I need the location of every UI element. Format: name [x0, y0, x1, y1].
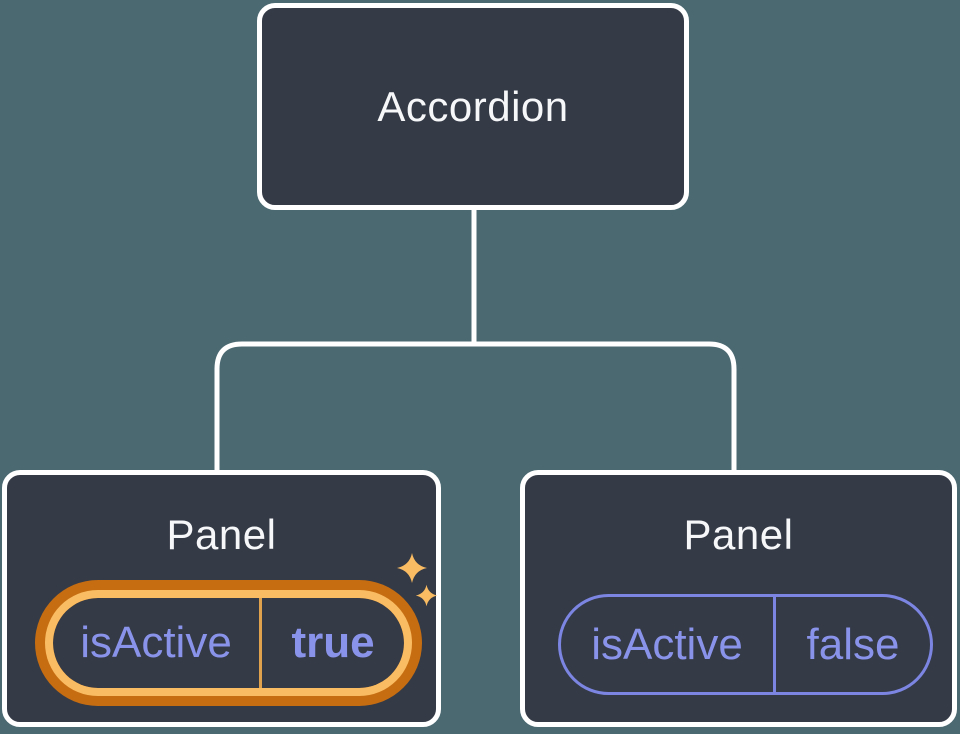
- prop-name-label: isActive: [80, 618, 232, 667]
- sparkle-icon: [415, 584, 438, 607]
- state-pill-inactive: isActive false: [558, 594, 933, 695]
- connector-branch: [214, 341, 737, 473]
- state-pill-active: isActive true: [53, 598, 404, 688]
- panel-node-active: Panel isActive true: [2, 470, 441, 727]
- prop-value-label: true: [291, 618, 375, 667]
- pill-divider: [773, 597, 776, 692]
- panel-node-label: Panel: [683, 511, 794, 558]
- accordion-node: Accordion: [257, 3, 689, 210]
- pill-divider: [259, 598, 262, 688]
- panel-node-inactive: Panel isActive false: [520, 470, 957, 727]
- prop-value-label: false: [806, 619, 900, 669]
- accordion-node-label: Accordion: [377, 82, 569, 130]
- prop-name-label: isActive: [591, 619, 743, 669]
- panel-node-label: Panel: [166, 511, 277, 558]
